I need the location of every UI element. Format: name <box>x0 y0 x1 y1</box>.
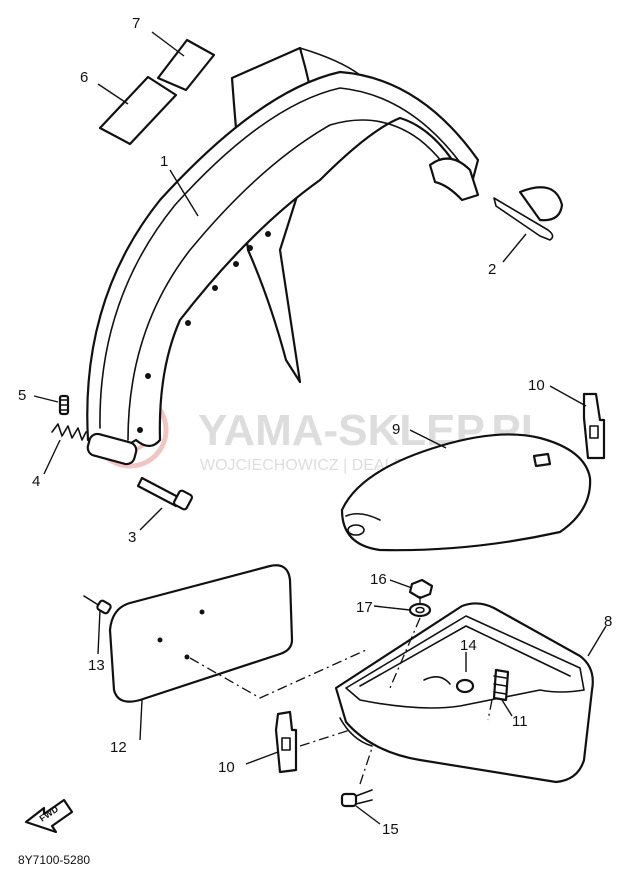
part-3-bolt[interactable] <box>136 476 193 511</box>
leader-lines <box>33 31 607 825</box>
callout-11: 11 <box>512 713 528 730</box>
callout-12: 12 <box>110 739 127 756</box>
part-15-bolt[interactable] <box>340 789 373 808</box>
callout-16: 16 <box>370 571 387 588</box>
part-6-decal[interactable] <box>98 75 178 146</box>
assembly-lines <box>189 596 493 785</box>
part-13-screw[interactable] <box>83 595 112 615</box>
callout-13: 13 <box>88 657 105 674</box>
callout-9: 9 <box>392 421 400 438</box>
part-9-seat[interactable] <box>340 433 592 552</box>
callout-6: 6 <box>80 69 88 86</box>
part-10-bracket-upper[interactable] <box>582 392 606 460</box>
callout-7: 7 <box>132 15 140 32</box>
part-7-decal[interactable] <box>156 38 216 92</box>
callout-3: 3 <box>128 529 136 546</box>
callout-4: 4 <box>32 473 40 490</box>
part-11-bolt[interactable] <box>492 668 510 702</box>
part-16-nut[interactable] <box>408 578 434 600</box>
callout-17: 17 <box>356 599 373 616</box>
callout-8: 8 <box>604 613 612 630</box>
callout-1: 1 <box>160 153 168 170</box>
part-8-storage-box[interactable] <box>334 602 594 784</box>
callout-2: 2 <box>488 261 496 278</box>
callout-10-lower: 10 <box>218 759 235 776</box>
diagram-code: 8Y7100-5280 <box>18 853 90 867</box>
part-5-screw[interactable] <box>58 394 70 416</box>
callout-numbers: 7 6 1 2 5 4 3 9 10 8 16 17 14 13 11 12 1… <box>18 15 612 838</box>
callout-5: 5 <box>18 387 26 404</box>
callout-14: 14 <box>460 637 477 654</box>
part-1-rear-fender[interactable] <box>86 46 480 466</box>
part-10-bracket-lower[interactable] <box>274 710 298 774</box>
part-2-clip[interactable] <box>493 186 564 241</box>
part-12-side-cover[interactable] <box>108 564 294 703</box>
callout-10-upper: 10 <box>528 377 545 394</box>
callout-15: 15 <box>382 821 399 838</box>
fwd-arrow: FWD <box>24 798 74 834</box>
part-17-washer[interactable] <box>408 602 432 618</box>
part-4-spring[interactable] <box>51 423 87 441</box>
